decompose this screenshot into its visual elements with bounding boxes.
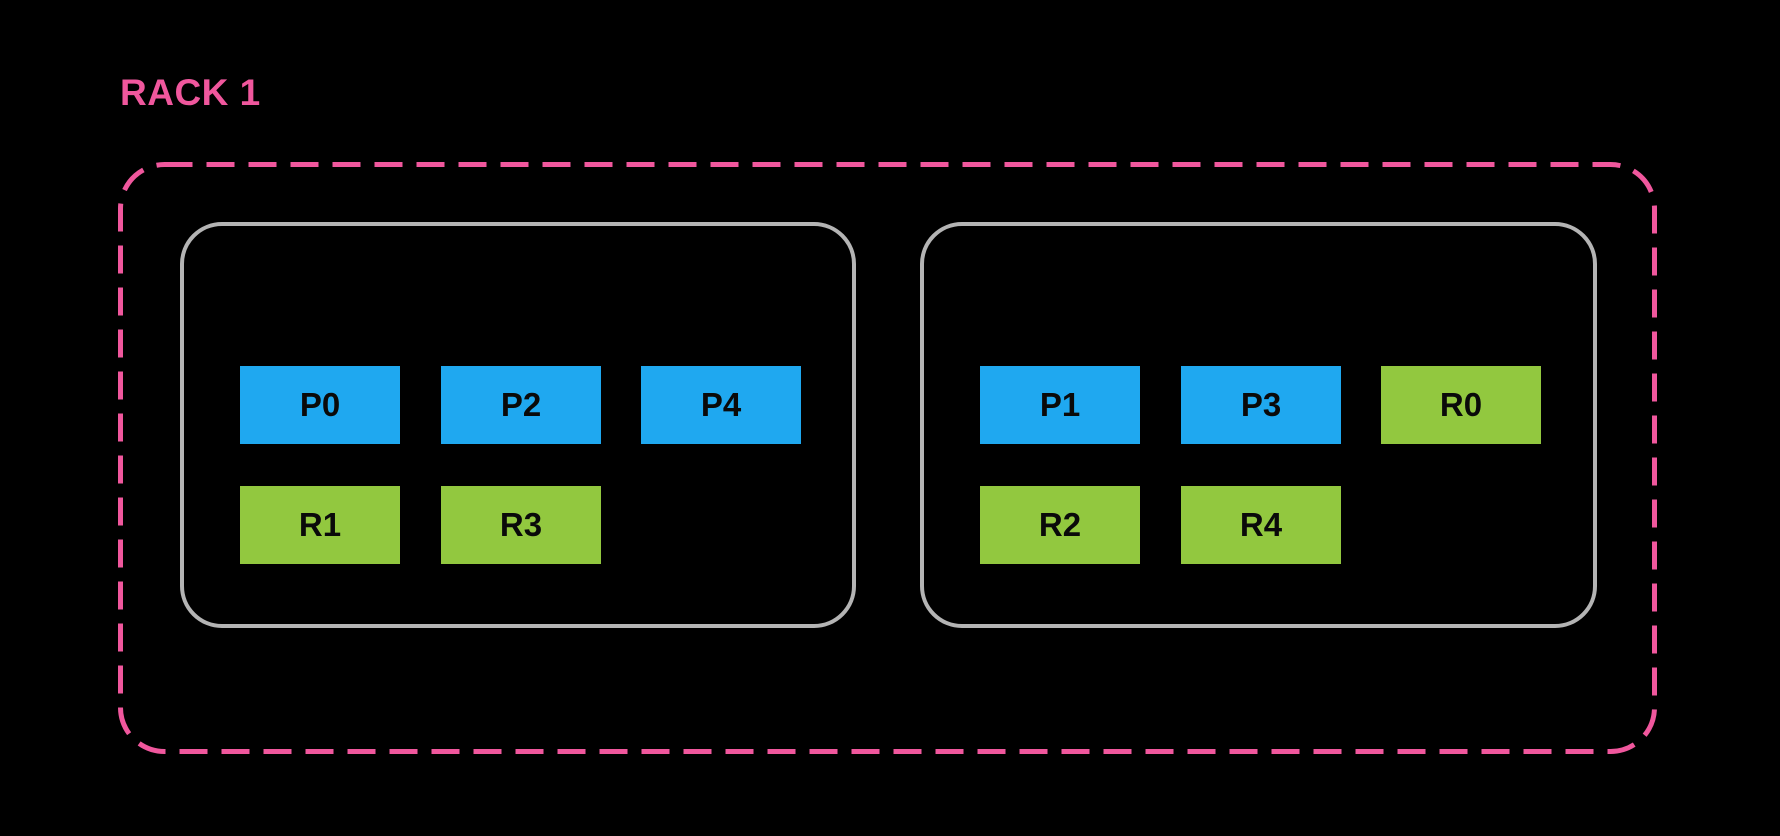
chip-p1: P1 [980, 366, 1140, 444]
node-right: P1 P3 R0 R2 R4 [920, 222, 1597, 628]
node-left: P0 P2 P4 R1 R3 [180, 222, 856, 628]
chip-r1: R1 [240, 486, 400, 564]
chip-p4: P4 [641, 366, 801, 444]
chip-p2: P2 [441, 366, 601, 444]
chip-r2: R2 [980, 486, 1140, 564]
chip-p3: P3 [1181, 366, 1341, 444]
chip-r3: R3 [441, 486, 601, 564]
chip-p0: P0 [240, 366, 400, 444]
chip-r4: R4 [1181, 486, 1341, 564]
rack-title: RACK 1 [120, 72, 261, 113]
chip-r0: R0 [1381, 366, 1541, 444]
